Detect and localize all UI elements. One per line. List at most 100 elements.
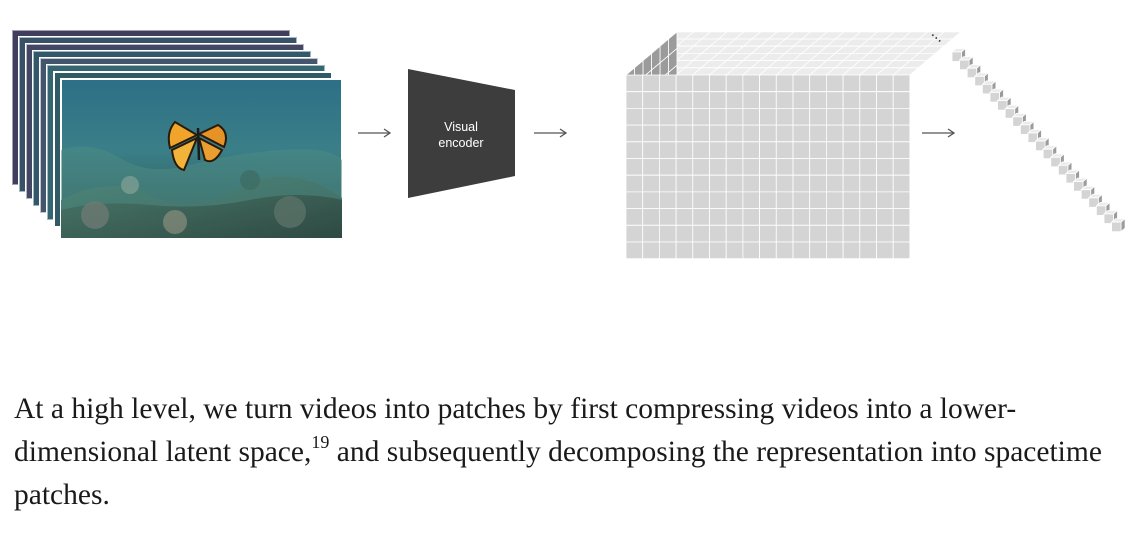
cube-front-patch	[842, 224, 861, 243]
cube-front-patch	[742, 174, 760, 193]
cube-front-patch	[842, 74, 861, 93]
cube-front-patch	[625, 224, 644, 243]
cube-front-patch	[792, 158, 811, 176]
visual-encoder-block: Visual encoder	[408, 69, 515, 198]
cube-front-patch	[792, 191, 811, 210]
cube-front-patch	[692, 191, 710, 210]
cube-front-patch	[742, 141, 760, 159]
cube-front-patch	[826, 141, 844, 159]
sequence-patch-front	[1111, 221, 1122, 233]
cube-front-patch	[826, 241, 844, 260]
cube-front-patch	[725, 241, 744, 260]
cube-front-patch	[859, 224, 877, 243]
cube-front-patch	[709, 108, 727, 126]
cube-front-patch	[625, 74, 644, 93]
cube-front-patch	[659, 241, 677, 260]
cube-front-patch	[809, 158, 827, 176]
cube-front-patch	[809, 241, 827, 260]
cube-front-patch	[742, 74, 760, 93]
cube-front-patch	[692, 174, 710, 193]
cube-front-patch	[842, 91, 861, 109]
cube-front-patch	[892, 141, 911, 159]
cube-front-patch	[892, 224, 911, 243]
cube-front-patch	[892, 191, 911, 210]
cube-front-patch	[876, 91, 894, 109]
cube-front-patch	[675, 108, 694, 126]
cube-front-patch	[809, 191, 827, 210]
cube-front-patch	[742, 191, 760, 210]
arrow-right-icon	[358, 128, 392, 138]
cube-front-patch	[642, 208, 660, 226]
caption-text-part1: At a high level, we turn videos into pat…	[14, 393, 1017, 468]
cube-front-patch	[659, 91, 677, 109]
cube-front-patch	[742, 208, 760, 226]
cube-front-patch	[675, 141, 694, 159]
cube-front-patch	[809, 174, 827, 193]
cube-front-patch	[876, 241, 894, 260]
cube-front-patch	[876, 124, 894, 143]
cube-front-patch	[892, 108, 911, 126]
cube-front-patch	[859, 191, 877, 210]
cube-front-patch	[725, 208, 744, 226]
cube-front-patch	[876, 191, 894, 210]
cube-front-patch	[775, 108, 794, 126]
cube-front-patch	[692, 158, 710, 176]
cube-front-patch	[759, 224, 777, 243]
cube-front-patch	[692, 74, 710, 93]
cube-front-patch	[892, 158, 911, 176]
encoder-label-line2: encoder	[438, 136, 483, 150]
cube-front-patch	[709, 174, 727, 193]
reference-superscript: 19	[311, 432, 330, 453]
cube-front-patch	[759, 74, 777, 93]
cube-front-patch	[809, 141, 827, 159]
cube-front-patch	[809, 74, 827, 93]
cube-front-patch	[859, 141, 877, 159]
cube-front-patch	[892, 208, 911, 226]
cube-front-patch	[642, 224, 660, 243]
cube-front-patch	[876, 108, 894, 126]
cube-front-patch	[826, 174, 844, 193]
cube-front-patch	[859, 174, 877, 193]
cube-front-patch	[675, 91, 694, 109]
cube-front-patch	[792, 124, 811, 143]
cube-front-patch	[826, 91, 844, 109]
latent-patch-cube	[624, 30, 962, 260]
cube-front-patch	[625, 174, 644, 193]
cube-front-patch	[659, 174, 677, 193]
cube-front-patch	[826, 124, 844, 143]
cube-front-patch	[675, 208, 694, 226]
cube-front-patch	[876, 158, 894, 176]
cube-front-patch	[826, 191, 844, 210]
cube-front-patch	[659, 141, 677, 159]
cube-front-patch	[742, 91, 760, 109]
video-frame-front	[60, 78, 343, 239]
cube-front-patch	[759, 208, 777, 226]
cube-front-patch	[859, 208, 877, 226]
cube-front-patch	[759, 91, 777, 109]
cube-front-patch	[775, 224, 794, 243]
cube-front-patch	[842, 108, 861, 126]
cube-front-patch	[859, 124, 877, 143]
cube-front-patch	[692, 91, 710, 109]
arrow-right-icon	[534, 128, 568, 138]
cube-front-patch	[659, 124, 677, 143]
cube-front-patch	[775, 124, 794, 143]
cube-front-patch	[675, 191, 694, 210]
cube-front-patch	[675, 158, 694, 176]
cube-front-patch	[692, 141, 710, 159]
cube-front-patch	[625, 208, 644, 226]
cube-front-patch	[692, 241, 710, 260]
cube-front-patch	[625, 141, 644, 159]
cube-front-patch	[659, 191, 677, 210]
cube-front-patch	[709, 124, 727, 143]
cube-front-patch	[692, 208, 710, 226]
cube-front-patch	[826, 224, 844, 243]
cube-front-patch	[842, 158, 861, 176]
cube-front-patch	[642, 141, 660, 159]
cube-front-patch	[742, 124, 760, 143]
caption-paragraph: At a high level, we turn videos into pat…	[14, 388, 1124, 517]
cube-front-patch	[675, 124, 694, 143]
cube-front-patch	[642, 124, 660, 143]
cube-front-patch	[759, 174, 777, 193]
cube-front-patch	[759, 191, 777, 210]
